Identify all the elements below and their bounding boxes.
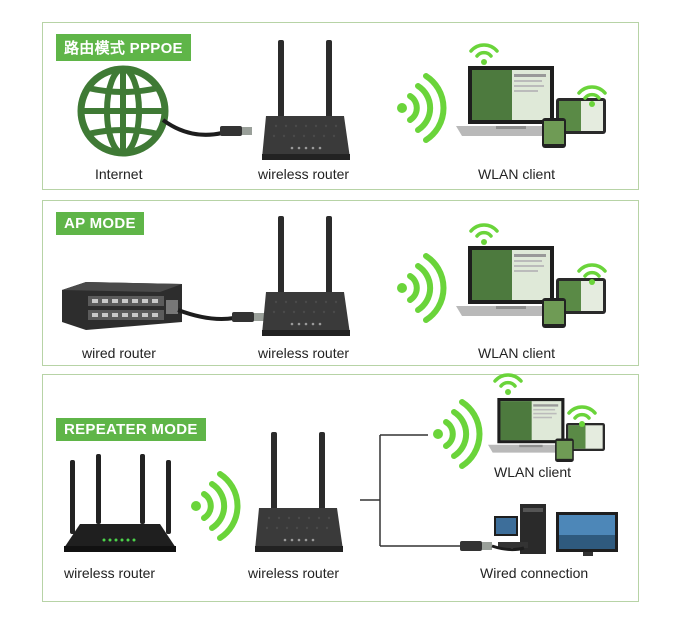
wifi-signal-icon [397, 76, 444, 140]
mode-badge-ap: AP MODE [56, 212, 144, 235]
label-wireless-router-source: wireless router [64, 565, 156, 581]
wifi-signal-icon [469, 43, 499, 67]
wifi-signal-icon [397, 256, 444, 320]
monitor-icon [556, 512, 618, 556]
label-wireless-router: wireless router [258, 345, 350, 361]
branch-connector [360, 434, 466, 547]
cable-plug-icon [460, 541, 492, 551]
wireless-router-icon [262, 40, 350, 160]
wifi-signal-icon [433, 402, 480, 466]
wireless-router-icon [255, 432, 343, 552]
wireless-router-icon [262, 216, 350, 336]
laptop-icon [456, 66, 606, 148]
label-wlan-client: WLAN client [494, 464, 572, 480]
wired-router-icon [62, 282, 182, 330]
wireless-router-icon [64, 454, 176, 552]
label-wlan-client: WLAN client [478, 345, 556, 361]
desktop-pc-icon [494, 504, 546, 554]
label-wired-router: wired router [82, 345, 156, 361]
globe-icon [77, 65, 169, 157]
laptop-icon [456, 246, 606, 328]
wifi-signal-icon [191, 474, 238, 538]
wifi-signal-icon [469, 223, 499, 247]
cable-plug-icon [232, 312, 264, 322]
ethernet-cable-icon [177, 308, 235, 321]
cable-plug-icon [220, 126, 252, 136]
mode-badge-repeater: REPEATER MODE [56, 418, 206, 441]
label-wlan-client: WLAN client [478, 166, 556, 182]
label-wireless-router-repeater: wireless router [248, 565, 340, 581]
ethernet-cable-icon [161, 118, 223, 137]
mode-badge-pppoe: 路由模式 PPPOE [56, 34, 191, 61]
wifi-signal-icon [493, 373, 523, 397]
label-wireless-router: wireless router [258, 166, 350, 182]
label-wired-connection: Wired connection [480, 565, 589, 581]
label-internet: Internet [95, 166, 143, 182]
